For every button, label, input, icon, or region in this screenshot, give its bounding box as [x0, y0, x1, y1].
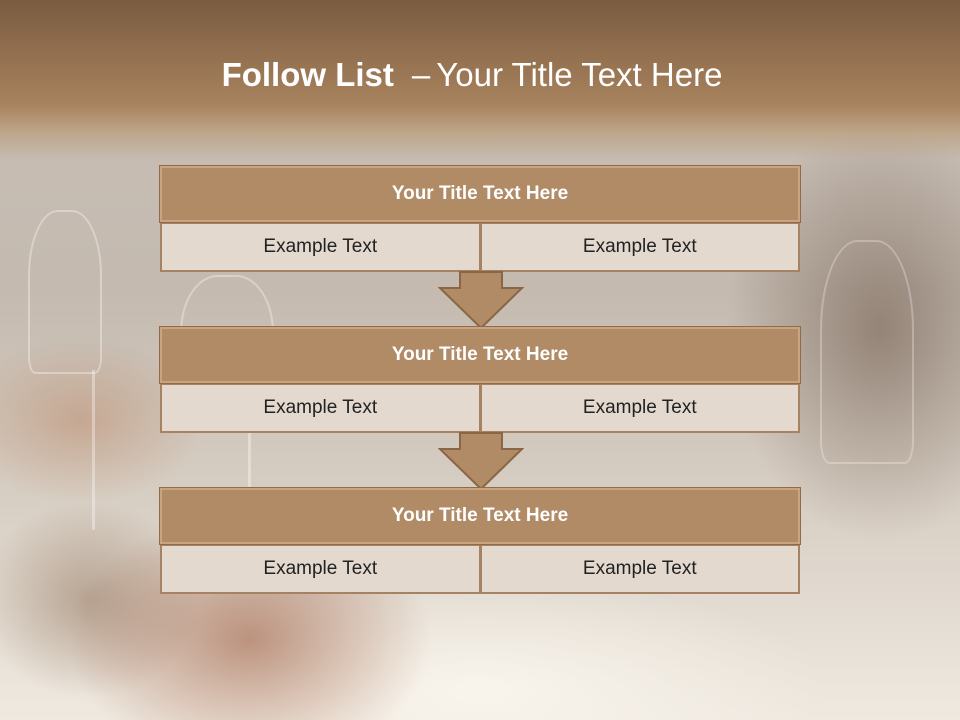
wine-glass-image: [28, 210, 102, 374]
glass-stem-image: [248, 415, 251, 505]
glass-stem-image: [92, 370, 95, 530]
down-arrow-icon: [438, 271, 524, 330]
slide-title: Follow List–Your Title Text Here: [0, 52, 944, 98]
list-block-3: Your Title Text Here Example Text Exampl…: [159, 487, 801, 594]
block-title: Your Title Text Here: [159, 487, 801, 545]
block-row: Example Text Example Text: [160, 544, 800, 594]
block-title: Your Title Text Here: [159, 165, 801, 223]
example-text-cell: Example Text: [480, 222, 800, 272]
title-separator: –: [411, 56, 431, 93]
title-rest-part: Your Title Text Here: [436, 56, 723, 93]
header-band: [0, 0, 960, 160]
wine-glass-image: [820, 240, 914, 464]
block-title: Your Title Text Here: [159, 326, 801, 384]
example-text-cell: Example Text: [160, 544, 481, 594]
list-block-2: Your Title Text Here Example Text Exampl…: [159, 326, 801, 433]
block-row: Example Text Example Text: [160, 383, 800, 433]
example-text-cell: Example Text: [480, 383, 800, 433]
example-text-cell: Example Text: [160, 383, 481, 433]
example-text-cell: Example Text: [480, 544, 800, 594]
down-arrow-icon: [438, 432, 524, 491]
example-text-cell: Example Text: [160, 222, 481, 272]
list-block-1: Your Title Text Here Example Text Exampl…: [159, 165, 801, 272]
block-row: Example Text Example Text: [160, 222, 800, 272]
title-bold-part: Follow List: [221, 56, 394, 93]
